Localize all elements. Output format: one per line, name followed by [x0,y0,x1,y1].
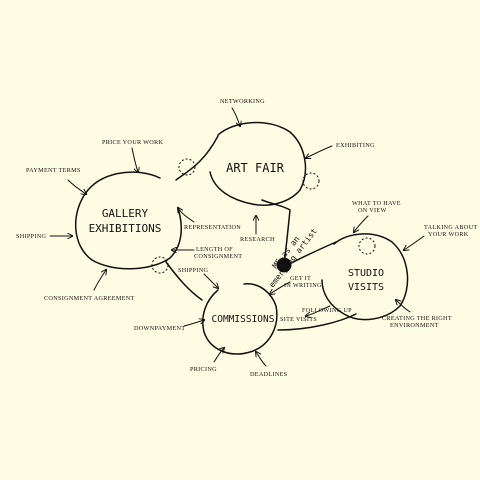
gallery-title-line1: GALLERY [102,207,149,220]
artfair-to-me-line [261,199,291,265]
label-get-it-line2: IN WRITING [284,282,322,289]
studio-title-line2: VISITS [348,282,384,293]
art-fair-circle [209,121,307,206]
dashed-circle-gallery [151,256,169,274]
studio-to-commissions-line [277,313,357,331]
arrow-price-your-work [131,147,138,172]
studio-circle [321,233,409,321]
label-what-to-have-line2: ON VIEW [358,207,387,214]
arrow-what-to-have [354,215,369,232]
arrow-get-it-in-writing [270,281,291,294]
gallery-circle [75,171,183,270]
arrow-downpayment [183,320,204,327]
me-dot [276,257,292,273]
label-price-your-work: PRICE YOUR WORK [102,139,163,146]
label-what-to-have-line1: WHAT TO HAVE [352,200,401,207]
dashed-circle-studio [358,237,376,255]
gallery-title-line2: EXHIBITIONS [89,222,162,235]
label-talking-line1: TALKING ABOUT [424,224,477,231]
label-get-it-line1: GET IT [290,275,311,282]
label-talking-line2: YOUR WORK [428,231,469,238]
dashed-circle-artfair-left [178,158,196,176]
label-research: RESEARCH [240,236,275,243]
label-following-line2: SITE VISITS [280,316,317,323]
arrow-consignment [93,270,106,291]
arrow-following-up [306,305,331,316]
label-length-line2: CONSIGNMENT [194,253,242,260]
arrow-deadlines [256,352,267,367]
label-length-line1: LENGTH OF [196,246,233,253]
label-deadlines: DEADLINES [250,371,288,378]
label-consignment-agreement: CONSIGNMENT AGREEMENT [44,295,135,302]
art-fair-title: ART FAIR [226,161,285,175]
arrow-representation [178,208,195,223]
label-creating-line2: ENVIRONMENT [390,322,439,329]
label-shipping-mid: SHIPPING [178,267,208,274]
label-exhibiting: EXHIBITING [336,142,375,149]
arrow-shipping-mid [203,273,218,288]
gallery-to-artfair-line [175,135,219,181]
label-representation: REPRESENTATION [184,224,241,231]
commissions-circle [202,283,278,355]
label-creating-line1: CREATING THE RIGHT [382,315,452,322]
arrow-payment-terms [67,179,86,194]
arrow-talking-about [404,235,425,250]
label-pricing: PRICING [190,366,217,373]
commissions-title: COMMISSIONS [212,314,275,325]
gallery-to-commissions-line [165,261,203,301]
label-downpayment: DOWNPAYMENT [134,325,185,332]
studio-title-line1: STUDIO [348,268,384,279]
arrow-creating-environment [396,300,411,313]
label-networking: NETWORKING [220,98,265,105]
arrow-networking [231,107,240,126]
label-shipping-left: SHIPPING [16,233,46,240]
arrow-pricing [213,348,224,363]
dashed-circle-artfair-right [302,172,320,190]
label-payment-terms: PAYMENT TERMS [26,167,81,174]
label-following-line1: FOLLOWING UP [302,307,352,314]
arrow-exhibiting [306,145,333,158]
